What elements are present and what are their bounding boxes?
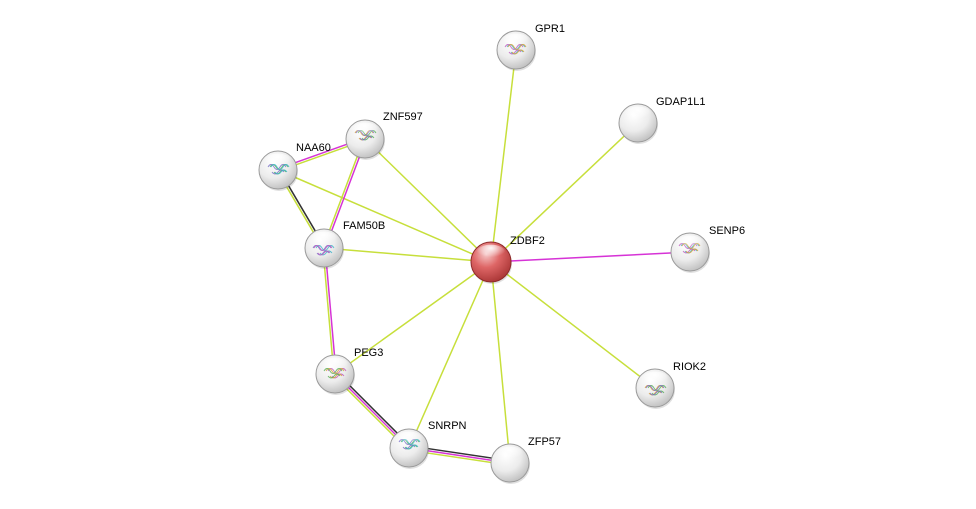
edge-line-textmining [277, 169, 492, 263]
node-highlight [624, 106, 652, 123]
node-label: SENP6 [709, 225, 745, 237]
node-highlight [476, 244, 506, 262]
node-highlight [395, 431, 423, 448]
edge-zdbf2-znf597 [364, 138, 492, 263]
edge-zdbf2-fam50b [323, 247, 492, 263]
node-label: ZDBF2 [510, 235, 545, 247]
node-riok2[interactable]: RIOK2 [635, 361, 706, 409]
node-naa60[interactable]: NAA60 [258, 142, 331, 191]
edge-zdbf2-naa60 [277, 169, 492, 263]
edge-zdbf2-senp6 [490, 251, 691, 263]
edge-zdbf2-peg3 [334, 261, 492, 375]
node-highlight [641, 371, 669, 388]
edge-line-textmining [323, 247, 492, 263]
node-label: FAM50B [343, 220, 385, 232]
node-highlight [496, 446, 524, 463]
edge-line-textmining [408, 261, 492, 449]
node-label: NAA60 [296, 142, 331, 154]
edge-line-experiments [490, 251, 691, 263]
node-zfp57[interactable]: ZFP57 [490, 436, 561, 484]
node-highlight [310, 231, 338, 248]
node-gpr1[interactable]: GPR1 [496, 23, 565, 71]
node-label: GPR1 [535, 23, 565, 35]
node-highlight [321, 357, 349, 374]
edge-line-textmining [322, 247, 335, 375]
edge-line-textmining [490, 261, 656, 389]
edge-zdbf2-zfp57 [490, 261, 511, 464]
node-label: GDAP1L1 [656, 96, 706, 108]
node-peg3[interactable]: PEG3 [315, 347, 383, 395]
node-znf597[interactable]: ZNF597 [345, 111, 423, 160]
edge-zdbf2-gpr1 [490, 49, 517, 263]
node-snrpn[interactable]: SNRPN [389, 420, 467, 469]
node-highlight [676, 235, 704, 252]
edge-line-textmining [490, 261, 511, 464]
edge-line-textmining [334, 261, 492, 375]
node-label: ZNF597 [383, 111, 423, 123]
edge-line-textmining [364, 138, 492, 263]
node-highlight [264, 153, 292, 170]
node-gdap1l1[interactable]: GDAP1L1 [618, 96, 706, 144]
edge-zdbf2-snrpn [408, 261, 492, 449]
node-label: RIOK2 [673, 361, 706, 373]
edge-line-textmining [490, 122, 639, 263]
edge-zdbf2-riok2 [490, 261, 656, 389]
node-label: PEG3 [354, 347, 383, 359]
edge-line-experiments [324, 247, 337, 375]
node-label: SNRPN [428, 420, 467, 432]
node-highlight [351, 122, 379, 139]
node-zdbf2[interactable]: ZDBF2 [470, 235, 545, 284]
node-senp6[interactable]: SENP6 [670, 225, 745, 273]
edge-fam50b-peg3 [322, 247, 337, 375]
node-highlight [502, 33, 530, 50]
edge-line-textmining [490, 49, 517, 263]
edge-zdbf2-gdap1l1 [490, 122, 639, 263]
node-fam50b[interactable]: FAM50B [304, 220, 385, 269]
node-label: ZFP57 [528, 436, 561, 448]
